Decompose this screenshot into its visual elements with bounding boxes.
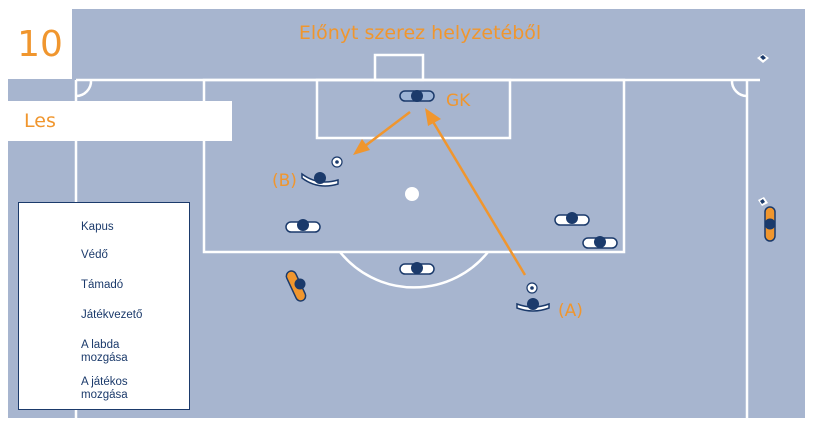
ball-movement-arrows [353, 108, 527, 276]
defender-player [399, 262, 435, 275]
arrow-head [425, 108, 441, 126]
goal [373, 53, 425, 82]
goalkeeper-player [399, 90, 435, 102]
penalty-arc [339, 251, 489, 289]
gk-label: GK [446, 91, 471, 111]
defender-player [582, 236, 618, 249]
corner-flag-icon [757, 54, 769, 63]
legend-playmaker-label: Játékvezető [81, 309, 143, 321]
legend-box: Kapus Védő Támadó Játékvezető A labda mo… [18, 202, 190, 410]
playmaker-player [285, 270, 307, 302]
legend-defender-label: Védő [81, 249, 108, 261]
assistant-referee [758, 197, 776, 242]
attacker-player-a [516, 282, 550, 312]
player-b-label: (B) [272, 171, 297, 191]
legend-ball-movement-label: A labda mozgása [81, 339, 128, 364]
player-a-label: (A) [558, 301, 583, 321]
decision-label: Les [8, 101, 232, 141]
legend-player-movement-label: A játékos mozgása [81, 376, 128, 401]
scenario-number: 10 [8, 9, 72, 79]
defender-player [285, 219, 321, 233]
diagram-title: Előnyt szerez helyzetéből [298, 22, 542, 44]
attacker-player-b [301, 156, 343, 187]
pass-arrow-gk-to-b [364, 111, 411, 147]
penalty-spot [405, 187, 419, 201]
legend-attacker-label: Támadó [81, 279, 124, 291]
arrow-head [353, 139, 370, 155]
defender-player [554, 212, 590, 226]
corner-arc-right [730, 79, 748, 98]
pass-arrow-a-to-gk [430, 119, 527, 276]
corner-arc-left [75, 79, 93, 98]
legend-goalkeeper-label: Kapus [81, 221, 114, 233]
